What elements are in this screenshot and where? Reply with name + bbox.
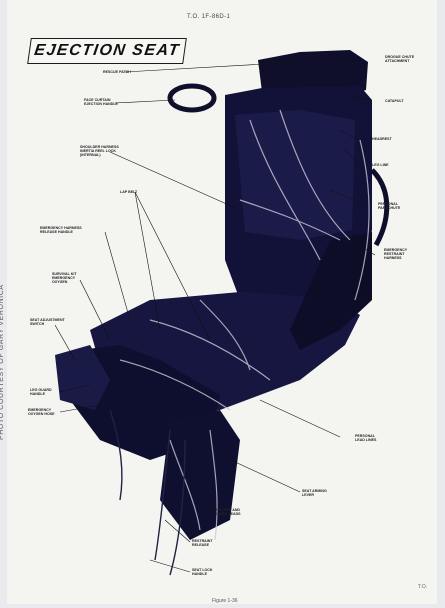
callout-lap-belt: LAP BELT [120,190,137,194]
page-corner-mark: T.O. [418,584,427,590]
callout-restraint-harness: EMERGENCY RESTRAINT HARNESS [384,248,407,260]
callout-oxygen-hose: EMERGENCY OXYGEN HOSE [28,408,55,416]
callout-headrest: HEADREST [372,137,392,141]
callout-catapult: CATAPULT [385,99,404,103]
callout-seat-lock: SEAT LOCK HANDLE [192,568,213,576]
callout-restraint-release: RESTRAINT RELEASE [192,539,213,547]
callout-comm-leads: OXYGEN AND COMM LEADS [216,508,241,516]
callout-arming-lever: SEAT ARMING LEVER [302,489,327,497]
callout-leg-guard: LEG GUARD HANDLE [30,388,52,396]
callout-personal-parachute: PERSONAL PARACHUTE [378,202,400,210]
callout-seat-adjust: SEAT ADJUSTMENT SWITCH [30,318,65,326]
face-curtain-handle [170,86,214,110]
callout-drogue-chute: DROGUE CHUTE ATTACHMENT [385,55,414,63]
callout-face-curtain: FACE CURTAIN EJECTION HANDLE [84,98,118,106]
callout-lead-lines: PERSONAL LEAD LINES [355,434,376,442]
figure-caption: Figure 1-36 [212,598,238,604]
callout-harness-release: EMERGENCY HARNESS RELEASE HANDLE [40,226,82,234]
seat-lower-frame [160,410,240,540]
callout-rescue-patch: RESCUE PATCH [103,70,131,74]
callout-inertia-reel: SHOULDER HARNESS INERTIA REEL LOCK (INTE… [80,145,119,157]
callout-leg-line: LEG LINE [372,163,389,167]
callout-survival-kit: SURVIVAL KIT EMERGENCY OXYGEN [52,272,77,284]
